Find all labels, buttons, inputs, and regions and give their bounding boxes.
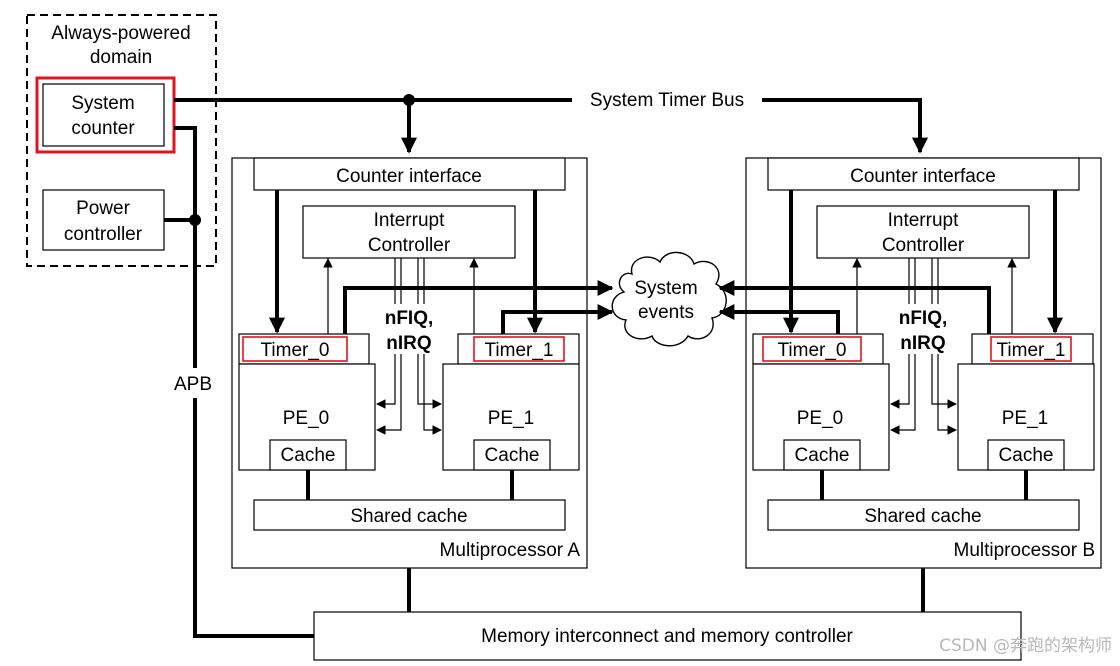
timer1-a-label: Timer_1 [485, 340, 554, 361]
timer-bus-junction [403, 94, 415, 106]
nfiq-b-label: nFIQ, [899, 308, 948, 329]
timer1-b-highlight [990, 336, 1072, 362]
interrupt-controller-a-line1: Interrupt [374, 210, 445, 231]
power-controller-line2: controller [64, 224, 143, 245]
timer0-b-label: Timer_0 [778, 340, 847, 361]
cache-pe1-b-box [987, 439, 1065, 471]
apb-junction [189, 214, 201, 226]
irq-label-bg-a [378, 304, 440, 354]
timer0-a-label: Timer_0 [261, 340, 330, 361]
cache-pe0-b-box [783, 439, 861, 471]
cache-pe1-a-label: Cache [485, 445, 540, 466]
power-controller-line1: Power [76, 198, 131, 219]
pe0-a-label: PE_0 [283, 408, 329, 429]
pe0-b-label: PE_0 [797, 408, 843, 429]
system-counter-line1: System [71, 93, 134, 114]
shared-cache-a-label: Shared cache [350, 506, 467, 527]
multiprocessor-b: Counter interface Interrupt Controller T… [718, 157, 1102, 569]
apb-bus: APB [164, 126, 314, 638]
cache-pe1-a-box [473, 439, 551, 471]
multiprocessor-a-label: Multiprocessor A [440, 540, 581, 561]
timer0-b-highlight [762, 336, 862, 362]
memory-controller-label: Memory interconnect and memory controlle… [481, 626, 853, 647]
timer1-b-box [971, 333, 1094, 365]
counter-interface-b-label: Counter interface [850, 166, 996, 187]
timer-bus-arrow-b [762, 98, 928, 154]
pe1-a-label: PE_1 [488, 408, 534, 429]
shared-cache-a-box [253, 499, 566, 531]
shared-cache-b-label: Shared cache [864, 506, 981, 527]
system-events-cloud: System events [611, 251, 727, 347]
counter-interface-a-label: Counter interface [336, 166, 482, 187]
power-controller-box [42, 189, 165, 251]
apb-line-upper [174, 126, 197, 368]
cache-pe0-b-label: Cache [795, 445, 850, 466]
timer0-b-to-events [718, 304, 840, 334]
timer0-a-to-events [343, 280, 614, 334]
watermark: CSDN @奔跑的架构师 [939, 636, 1112, 656]
counter-interface-a-box [253, 157, 566, 191]
cloud-shape [611, 251, 727, 347]
interrupt-controller-a-box [302, 205, 516, 259]
interrupt-controller-a-line2: Controller [368, 235, 451, 256]
pe1-b-label: PE_1 [1002, 408, 1048, 429]
multiprocessor-a: Counter interface Interrupt Controller T… [231, 157, 614, 569]
cache-pe0-a-label: Cache [281, 445, 336, 466]
interrupt-controller-b-line1: Interrupt [888, 210, 959, 231]
system-counter-highlight [35, 76, 176, 154]
memory-controller-box [313, 611, 1022, 661]
nirq-b-label: nIRQ [900, 333, 945, 354]
multiprocessor-b-label: Multiprocessor B [954, 540, 1096, 561]
timer0-a-highlight [242, 336, 348, 362]
always-powered-domain-border [26, 14, 217, 267]
interrupt-controller-b-box [816, 205, 1030, 259]
timer1-a-box [457, 333, 580, 365]
system-events-line1: System [634, 278, 697, 299]
apb-label: APB [174, 374, 212, 395]
counter-interface-b-box [767, 157, 1080, 191]
memory-interconnect: Memory interconnect and memory controlle… [313, 568, 1022, 661]
system-counter-line2: counter [71, 118, 135, 139]
cache-pe0-a-box [269, 439, 347, 471]
system-events-line2: events [638, 302, 694, 323]
cache-pe1-b-label: Cache [999, 445, 1054, 466]
system-counter-box [42, 83, 165, 147]
timer1-b-to-events [718, 280, 991, 334]
always-powered-domain: Always-powered domain System counter Pow… [26, 14, 217, 267]
nfiq-a-label: nFIQ, [385, 308, 434, 329]
timer1-b-label: Timer_1 [997, 340, 1066, 361]
nirq-a-label: nIRQ [386, 333, 431, 354]
interrupt-controller-b-line2: Controller [882, 235, 965, 256]
irq-label-bg-b [892, 304, 954, 354]
always-powered-title-line2: domain [90, 47, 152, 68]
system-timer-bus: System Timer Bus [174, 90, 928, 154]
timer1-a-to-events [501, 304, 614, 334]
shared-cache-b-box [767, 499, 1080, 531]
system-timer-bus-label: System Timer Bus [590, 90, 744, 111]
always-powered-title-line1: Always-powered [51, 23, 190, 44]
timer1-a-highlight [473, 336, 565, 362]
apb-line-lower [193, 398, 314, 638]
